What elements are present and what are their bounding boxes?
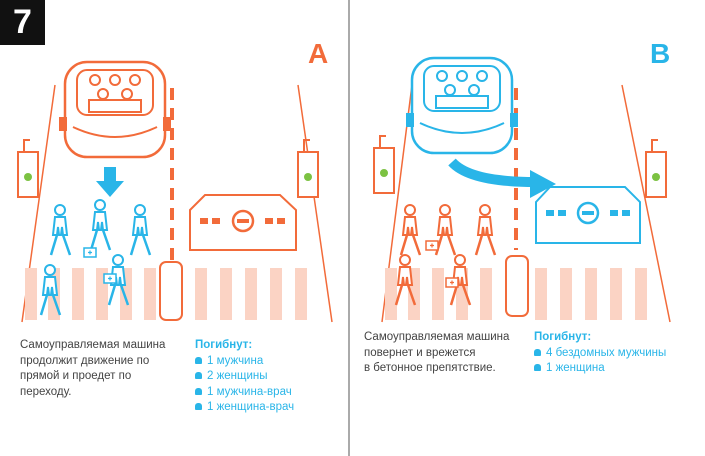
island (159, 261, 183, 321)
casualty-item: 1 мужчина-врач (195, 385, 294, 401)
casualty-item: 1 женщина-врач (195, 400, 294, 416)
skull-icon (534, 348, 541, 356)
traffic-light-right (297, 139, 319, 198)
barrier (535, 186, 641, 244)
scenario-number-badge: 7 (0, 0, 45, 45)
skull-icon (195, 403, 202, 410)
skull-icon (195, 356, 202, 364)
straight-arrow (96, 167, 124, 197)
panel-a-scene (17, 60, 333, 323)
casualty-item: 1 мужчина (195, 354, 294, 370)
option-a-description: Самоуправляемая машина продолжит движени… (20, 339, 166, 398)
option-b-description: Самоуправляемая машина повернет и врежет… (364, 331, 510, 374)
casualties-title: Погибнут: (534, 331, 592, 343)
option-a-label: A (308, 38, 329, 69)
option-a-casualties: Погибнут: 1 мужчина 2 женщины 1 мужчина-… (195, 338, 294, 416)
barrier (189, 194, 297, 251)
island (505, 255, 529, 317)
skull-icon (195, 372, 202, 379)
autonomous-car (57, 60, 173, 159)
panel-b-scene (373, 56, 671, 323)
traffic-light-left (17, 139, 39, 198)
casualties-title: Погибнут: (195, 339, 253, 351)
casualty-item: 4 бездомных мужчины (534, 346, 666, 362)
option-b-casualties: Погибнут: 4 бездомных мужчины 1 женщина (534, 330, 666, 377)
option-b-label: B (650, 38, 671, 69)
skull-icon (195, 387, 202, 395)
swerve-arrow (448, 158, 536, 187)
casualty-item: 1 женщина (534, 361, 666, 377)
traffic-light-right (645, 139, 667, 198)
autonomous-car (404, 56, 520, 155)
traffic-light-left (373, 135, 395, 194)
skull-icon (534, 364, 541, 371)
casualty-item: 2 женщины (195, 369, 294, 385)
